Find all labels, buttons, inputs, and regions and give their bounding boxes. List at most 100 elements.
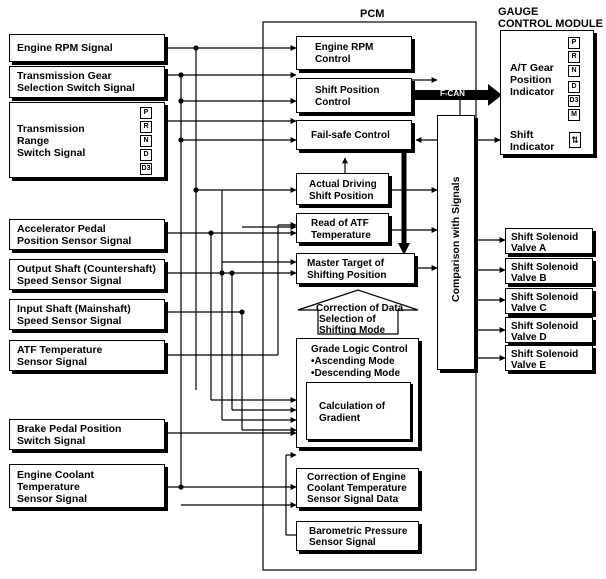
- output-valve-d: Shift Solenoid Valve D: [505, 317, 593, 343]
- input-label: ATF Temperature: [17, 344, 103, 356]
- input-label: Engine Coolant: [17, 469, 94, 481]
- gauge-n-icon: N: [568, 65, 580, 77]
- input-atf-temperature: ATF Temperature Sensor Signal: [9, 340, 165, 371]
- range-r-icon: R: [140, 121, 152, 133]
- input-label: Selection Switch Signal: [17, 82, 135, 94]
- output-label: Valve C: [511, 303, 547, 314]
- fcan-label: F-CAN: [440, 89, 465, 98]
- input-label: Speed Sensor Signal: [17, 315, 122, 327]
- output-label: Valve D: [511, 332, 547, 343]
- input-label: Temperature: [17, 481, 80, 493]
- gauge-label: Indicator: [510, 86, 555, 98]
- block-label: Fail-safe Control: [311, 130, 390, 141]
- block-label: Master Target of: [307, 258, 385, 269]
- block-label: Control: [315, 54, 351, 65]
- block-label: Calculation of: [319, 401, 386, 412]
- block-label: Shift Position: [309, 191, 374, 202]
- block-failsafe-control: Fail-safe Control: [296, 120, 412, 150]
- input-trans-range-switch: Transmission Range Switch Signal P R N D…: [9, 102, 165, 178]
- output-label: Shift Solenoid: [511, 232, 579, 243]
- correction-up-arrow: [297, 289, 419, 335]
- input-label: Input Shaft (Mainshaft): [17, 303, 131, 315]
- block-label: Temperature: [311, 230, 371, 241]
- range-p-icon: P: [140, 107, 152, 119]
- block-comparison-signals: [437, 115, 475, 370]
- input-label: Sensor Signal: [17, 493, 88, 505]
- input-label: Transmission: [17, 123, 85, 135]
- block-label: Barometric Pressure: [309, 526, 408, 537]
- block-label: Read of ATF: [311, 218, 369, 229]
- output-valve-c: Shift Solenoid Valve C: [505, 288, 593, 314]
- block-label: Correction of Engine: [307, 472, 406, 483]
- comparison-label: Comparison with Signals: [450, 176, 462, 302]
- input-label: Switch Signal: [17, 435, 86, 447]
- input-engine-coolant: Engine Coolant Temperature Sensor Signal: [9, 464, 165, 508]
- input-label: Output Shaft (Countershaft): [17, 263, 156, 275]
- block-engine-rpm-control: Engine RPM Control: [296, 36, 412, 70]
- block-label: Grade Logic Control: [311, 344, 408, 355]
- shift-indicator-icon: ⇅: [569, 132, 581, 148]
- input-label: Switch Signal: [17, 147, 86, 159]
- output-label: Valve B: [511, 273, 547, 284]
- range-n-icon: N: [140, 135, 152, 147]
- input-label: Transmission Gear: [17, 70, 112, 82]
- pcm-title: PCM: [360, 8, 385, 20]
- gauge-label: A/T Gear: [510, 62, 554, 74]
- block-shift-position-control: Shift Position Control: [296, 78, 412, 113]
- output-label: Valve E: [511, 360, 547, 371]
- gauge-d-icon: D: [568, 81, 580, 93]
- correction-data-line-1: Correction of Data: [316, 303, 404, 314]
- gcm-title-2: CONTROL MODULE: [498, 18, 603, 30]
- block-barometric: Barometric Pressure Sensor Signal: [296, 521, 419, 551]
- block-label: Shifting Position: [307, 270, 387, 281]
- output-label: Shift Solenoid: [511, 349, 579, 360]
- grade-mode-descending: Descending Mode: [311, 368, 401, 379]
- input-label: Range: [17, 135, 50, 147]
- output-label: Shift Solenoid: [511, 321, 579, 332]
- output-label: Shift Solenoid: [511, 262, 579, 273]
- output-valve-e: Shift Solenoid Valve E: [505, 345, 593, 371]
- output-label: Valve A: [511, 243, 547, 254]
- fcan-arrow: [412, 84, 502, 106]
- block-label: Coolant Temperature: [307, 483, 407, 494]
- input-label: Engine RPM Signal: [17, 42, 113, 54]
- gauge-label: Indicator: [510, 141, 555, 153]
- output-valve-a: Shift Solenoid Valve A: [505, 228, 593, 254]
- block-label: Sensor Signal Data: [307, 494, 399, 505]
- output-valve-b: Shift Solenoid Valve B: [505, 258, 593, 284]
- input-label: Speed Sensor Signal: [17, 275, 122, 287]
- input-brake-pedal: Brake Pedal Position Switch Signal: [9, 419, 165, 450]
- gauge-p-icon: P: [568, 37, 580, 49]
- correction-data-line-3: Shifting Mode: [319, 325, 386, 336]
- input-input-shaft-speed: Input Shaft (Mainshaft) Speed Sensor Sig…: [9, 299, 165, 330]
- input-label: Sensor Signal: [17, 356, 88, 368]
- block-read-atf-temp: Read of ATF Temperature: [296, 213, 389, 243]
- gauge-label: Position: [510, 74, 552, 86]
- input-engine-rpm-signal: Engine RPM Signal: [9, 34, 165, 62]
- block-label: Engine RPM: [315, 42, 374, 53]
- gauge-m-icon: M: [568, 109, 580, 121]
- block-label: Sensor Signal: [309, 537, 376, 548]
- block-label: Actual Driving: [309, 179, 377, 190]
- output-label: Shift Solenoid: [511, 292, 579, 303]
- block-label: Gradient: [319, 413, 361, 424]
- input-label: Position Sensor Signal: [17, 235, 132, 247]
- gauge-d3-icon: D3: [568, 95, 580, 107]
- block-calculation-gradient: Calculation of Gradient: [306, 382, 411, 440]
- input-trans-gear-selection: Transmission Gear Selection Switch Signa…: [9, 66, 165, 98]
- input-output-shaft-speed: Output Shaft (Countershaft) Speed Sensor…: [9, 259, 165, 290]
- block-correction-coolant: Correction of Engine Coolant Temperature…: [296, 468, 419, 508]
- gauge-label: Shift: [510, 129, 534, 141]
- block-label: Control: [315, 97, 351, 108]
- input-label: Accelerator Pedal: [17, 223, 106, 235]
- input-label: Brake Pedal Position: [17, 423, 122, 435]
- correction-data-line-2: Selection of: [319, 314, 376, 325]
- range-d-icon: D: [140, 149, 152, 161]
- grade-mode-ascending: Ascending Mode: [311, 356, 395, 367]
- gauge-r-icon: R: [568, 51, 580, 63]
- gauge-control-module: A/T Gear Position Indicator P R N D D3 M…: [500, 30, 594, 155]
- block-label: Shift Position: [315, 85, 380, 96]
- input-accelerator-pedal: Accelerator Pedal Position Sensor Signal: [9, 219, 165, 250]
- block-actual-driving-shift: Actual Driving Shift Position: [296, 173, 389, 205]
